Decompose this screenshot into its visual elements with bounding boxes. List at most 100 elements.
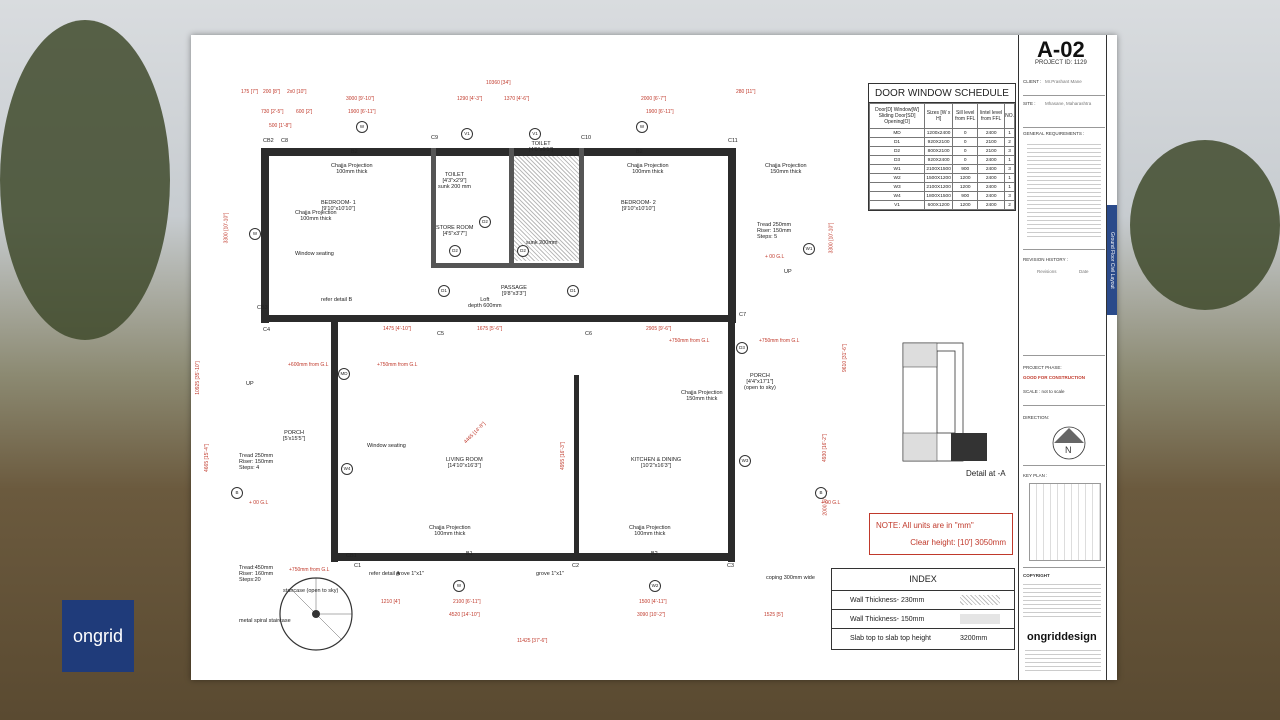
note-line: 150mm thick	[770, 169, 802, 175]
label-b1: B1	[466, 551, 473, 557]
grove-note: grove 1"x1"	[536, 571, 565, 577]
index-row: Wall Thickness- 230mm	[832, 590, 1014, 610]
client-value: Mr.Prashant Mane	[1045, 79, 1082, 84]
column-header: NO.	[1004, 103, 1015, 129]
index-title: INDEX	[909, 574, 937, 584]
revision-title: REVISION HISTORY :	[1023, 257, 1069, 262]
table-cell: 2100	[977, 137, 1006, 147]
table-cell: 0	[952, 128, 979, 138]
room-note: (open to sky)	[744, 385, 776, 391]
index-row-label: Slab top to slab top height	[850, 635, 931, 642]
table-cell: 2400	[977, 155, 1006, 165]
index-row-label: Wall Thickness- 230mm	[850, 597, 925, 604]
level-mark: + 00 G.L	[249, 500, 269, 506]
room-porch-1: PORCH [5'x15'5"]	[283, 430, 305, 442]
table-cell: 2	[1004, 200, 1015, 210]
label-c11: C11	[728, 138, 738, 144]
note-line-1: NOTE: All units are in "mm"	[876, 521, 974, 530]
dim-left-total: 10925 [35'-10"]	[194, 361, 201, 395]
label-cb3: CB3	[257, 305, 268, 311]
room-passage: PASSAGE [9'8"x3'3"]	[501, 285, 527, 297]
table-cell: 920X2100	[924, 137, 954, 147]
key-plan-label: KEY PLAN :	[1023, 473, 1048, 478]
table-cell: 0	[952, 137, 979, 147]
label-c4: C4	[263, 327, 271, 333]
room-name: BEDROOM- 1	[321, 200, 356, 206]
room-kitchen: KITCHEN & DINING [10'2"x16'3"]	[631, 457, 681, 469]
note-line: Riser: 160mm	[239, 571, 274, 577]
label-cb1: CB1	[346, 553, 357, 559]
room-bedroom-1: BEDROOM- 1 [9'10"x10'10"]	[321, 200, 356, 212]
phase-value: GOOD FOR CONSTRUCTION	[1023, 375, 1085, 380]
room-name: BEDROOM- 2	[621, 200, 656, 206]
gr-text-placeholder	[1027, 141, 1101, 237]
note-line: 100mm thick	[632, 169, 664, 175]
note-line: Tread 250mm	[239, 453, 274, 459]
wall-top	[261, 148, 736, 156]
table-cell: 2400	[977, 173, 1006, 183]
table-cell: 600X1200	[924, 200, 954, 210]
level-mark: +750mm from G.L	[759, 338, 800, 344]
index-row: Slab top to slab top height 3200mm	[832, 628, 1014, 648]
room-porch-2: PORCH [4'4"x17'1"] (open to sky)	[744, 373, 776, 391]
site-section: SITE : Mhasane, Maharashtra	[1023, 97, 1105, 128]
table-cell: 1200x2400	[924, 128, 954, 138]
table-cell: 2	[1004, 137, 1015, 147]
tag-v1: V1	[461, 128, 473, 140]
tag-w1: W1	[803, 243, 815, 255]
note-line: Chajja Projection	[681, 390, 723, 396]
ongrid-logo: ongrid	[62, 600, 134, 672]
table-cell: 1	[1004, 128, 1015, 138]
wall-store	[431, 263, 583, 268]
tag-w: W	[356, 121, 368, 133]
note-line: Riser: 150mm	[757, 228, 792, 234]
column-header: Sill level from FFL	[952, 103, 979, 129]
level-mark: +750mm from G.L	[669, 338, 710, 344]
room-name: PASSAGE	[501, 285, 527, 291]
tag-d2: D2	[479, 216, 491, 228]
sheet-number: A-02	[1037, 37, 1085, 62]
room-living: LIVING ROOM [14'10"x16'3"]	[446, 457, 483, 469]
dim: 4930 [16'-2"]	[822, 433, 829, 463]
north-label: N	[1065, 445, 1072, 455]
table-cell: W3	[868, 182, 926, 192]
table-cell: 2400	[977, 128, 1006, 138]
label-c8: C8	[281, 138, 289, 144]
note-line: Chajja Projection	[331, 163, 373, 169]
table-cell: 1800X1500	[924, 191, 954, 201]
dim: 1370 [4'-6"]	[504, 96, 530, 102]
dim: 2100 [6'-11"]	[453, 599, 481, 605]
table-cell: 2100	[977, 146, 1006, 156]
table-cell: 2400	[977, 191, 1006, 201]
room-size: [5'x15'5"]	[283, 436, 306, 442]
level-mark: +750mm from G.L	[377, 362, 418, 368]
level-mark: +750mm from G.L	[289, 567, 330, 573]
table-cell: 2400	[977, 200, 1006, 210]
dim: 2000 [6'-7"]	[641, 96, 667, 102]
index-swatch-230	[960, 595, 1000, 605]
phase-label: PROJECT PHASE:	[1023, 365, 1062, 370]
note-line: Chajja Projection	[627, 163, 669, 169]
table-cell: 1200	[952, 200, 979, 210]
table-cell: 0	[952, 155, 979, 165]
revision-col-2: Date	[1079, 269, 1089, 274]
side-title: Ground Floor Civil Layout	[1107, 205, 1117, 315]
room-size: [4'3"x2'9"]	[442, 178, 467, 184]
room-note: sunk 200 mm	[438, 184, 472, 190]
wall-left-upper	[261, 148, 269, 323]
key-plan-thumbnail	[1029, 483, 1101, 561]
note-line: Steps: 5	[757, 234, 778, 240]
brand-name: ongriddesign	[1027, 631, 1097, 643]
revision-history: REVISION HISTORY : Revisions Date	[1023, 255, 1105, 356]
dim: 3300 [10'-10"]	[223, 212, 230, 244]
label-b2: B2	[351, 149, 358, 155]
table-cell: W4	[868, 191, 926, 201]
